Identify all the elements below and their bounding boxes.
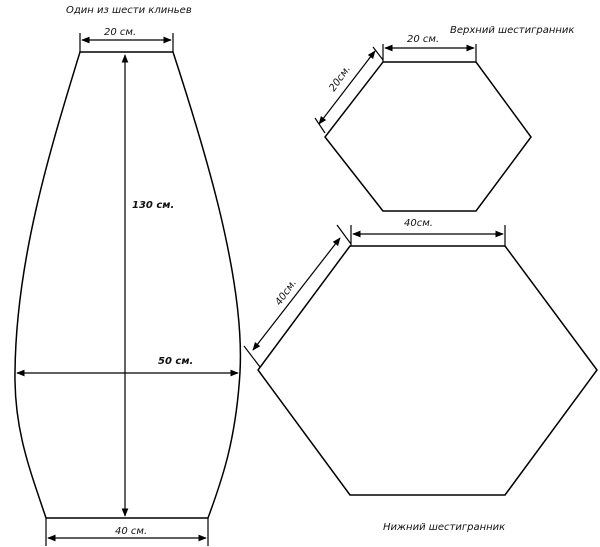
upper-hex-side-dimension	[318, 50, 376, 125]
lower-hex-side-dimension	[252, 237, 341, 351]
wedge-shape	[14, 33, 242, 546]
upper-hexagon-title: Верхний шестигранник	[450, 25, 574, 36]
upper-hex-side-label: 20см.	[327, 64, 353, 94]
wedge-title: Один из шести клиньев	[66, 5, 192, 16]
lower-hexagon-shape	[243, 224, 598, 496]
wedge-top-label: 20 см.	[104, 27, 136, 38]
upper-hex-top-label: 20 см.	[407, 34, 439, 45]
wedge-width-label: 50 см.	[158, 356, 193, 367]
lower-hex-top-label: 40см.	[404, 218, 433, 229]
lower-hex-side-label: 40см.	[273, 278, 299, 308]
wedge-height-label: 130 см.	[132, 200, 174, 211]
wedge-bottom-label: 40 см.	[115, 526, 147, 537]
lower-hexagon-title: Нижний шестигранник	[383, 522, 505, 533]
upper-hexagon-shape	[314, 44, 532, 212]
